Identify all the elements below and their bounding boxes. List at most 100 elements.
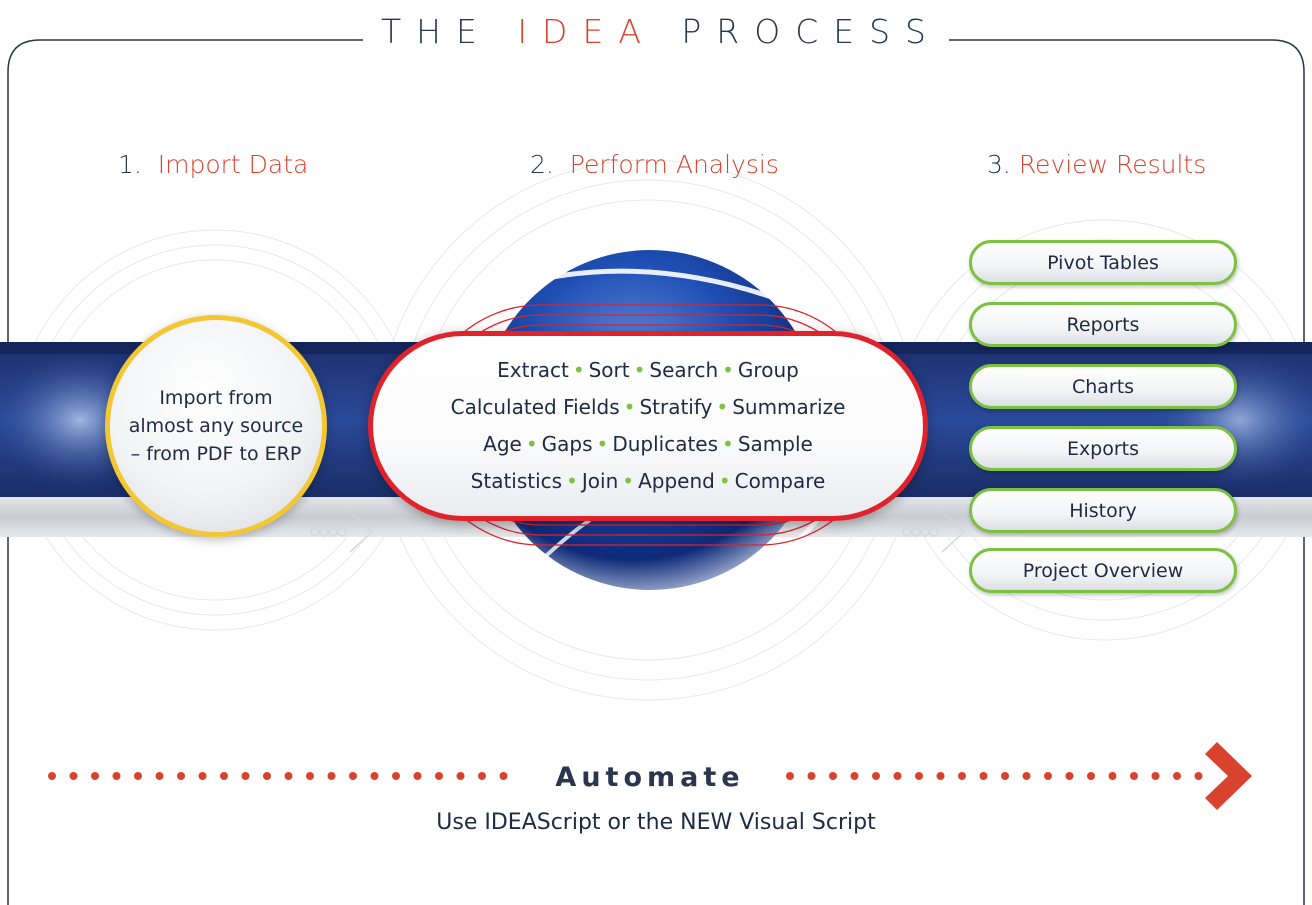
step-2-heading: 2. Perform Analysis	[530, 150, 779, 179]
analysis-item: Group	[737, 358, 799, 382]
analysis-row: Statistics•Join•Append•Compare	[471, 463, 826, 500]
bullet-separator: •	[596, 432, 609, 456]
automate-dot	[112, 772, 121, 780]
automate-subtitle: Use IDEAScript or the NEW Visual Script	[436, 810, 876, 835]
automate-dot	[392, 772, 400, 780]
result-button[interactable]: Reports	[969, 302, 1237, 347]
automate-dot	[370, 772, 379, 780]
automate-dot	[284, 772, 293, 780]
analysis-item: Sort	[588, 358, 630, 382]
automate-dot	[807, 772, 816, 780]
automate-dot	[48, 772, 56, 780]
automate-dot	[893, 772, 902, 780]
result-button[interactable]: Exports	[969, 426, 1237, 471]
automate-dot	[1108, 772, 1117, 780]
result-button[interactable]: History	[969, 488, 1237, 533]
bullet-separator: •	[722, 432, 734, 456]
import-line-2: almost any source	[128, 415, 304, 437]
automate-dot	[1044, 772, 1052, 780]
automate-dot	[435, 772, 443, 780]
automate-dot	[850, 772, 859, 780]
automate-dot	[263, 772, 271, 780]
result-button[interactable]: Pivot Tables	[969, 240, 1237, 285]
title-part2: PROCESS	[681, 12, 941, 51]
automate-dot	[1173, 772, 1181, 780]
bullet-separator: •	[722, 358, 734, 382]
step-3-label: Review Results	[1018, 150, 1207, 179]
step-3-number: 3.	[987, 150, 1011, 179]
analysis-item: Gaps	[541, 432, 593, 456]
bullet-separator: •	[566, 469, 578, 493]
automate-dot	[69, 772, 78, 780]
step-1-number: 1.	[118, 150, 142, 179]
automate-dot	[1065, 772, 1074, 780]
analysis-item: Compare	[734, 469, 826, 493]
automate-dots	[48, 772, 1203, 780]
analysis-item: Join	[581, 469, 619, 493]
analysis-item: Sample	[737, 432, 813, 456]
analysis-item: Stratify	[639, 395, 713, 419]
automate-dot	[979, 772, 988, 780]
automate-dot	[1151, 772, 1160, 780]
automate-dot	[306, 772, 314, 780]
automate-dot	[456, 772, 465, 780]
automate-dot	[413, 772, 422, 780]
import-line-3: – from PDF to ERP	[130, 443, 302, 465]
step-1-label: Import Data	[157, 150, 309, 179]
automate-dot	[1022, 772, 1031, 780]
result-button[interactable]: Project Overview	[969, 548, 1237, 593]
automate-dot	[872, 772, 880, 780]
automate-dot	[958, 772, 966, 780]
analysis-row: Age•Gaps•Duplicates•Sample	[483, 426, 813, 463]
analysis-item: Calculated Fields	[450, 395, 620, 419]
automate-dot	[1001, 772, 1009, 780]
automate-dot	[155, 772, 164, 780]
automate-dot	[936, 772, 945, 780]
automate-chevron	[1205, 742, 1252, 810]
bullet-separator: •	[716, 395, 729, 419]
step-1-heading: 1. Import Data	[118, 150, 308, 179]
bullet-separator: •	[718, 469, 731, 493]
bullet-separator: •	[525, 432, 538, 456]
automate-dot	[198, 772, 207, 780]
analysis-item: Age	[483, 432, 522, 456]
automate-title: Automate	[555, 762, 745, 793]
step-2-number: 2.	[530, 150, 554, 179]
result-button[interactable]: Charts	[969, 364, 1237, 409]
automate-dot	[220, 772, 228, 780]
frame-outline	[7, 39, 1305, 905]
flow-arrow-2	[902, 511, 966, 553]
automate-dot	[134, 772, 142, 780]
diagram-title: THE IDEA PROCESS	[0, 10, 1312, 54]
flow-arrow-1	[310, 511, 374, 553]
analysis-item: Statistics	[470, 469, 563, 493]
automate-dot	[91, 772, 99, 780]
analysis-item: Search	[649, 358, 719, 382]
automate-dot	[241, 772, 250, 780]
step-3-heading: 3. Review Results	[987, 150, 1206, 179]
automate-dot	[1087, 772, 1095, 780]
bullet-separator: •	[623, 395, 636, 419]
automate-dot	[327, 772, 336, 780]
step-2-label: Perform Analysis	[569, 150, 779, 179]
import-circle: Import from almost any source – from PDF…	[105, 315, 327, 537]
automate-dot	[349, 772, 357, 780]
automate-dot	[829, 772, 837, 780]
title-part1: THE	[381, 12, 492, 51]
bullet-separator: •	[572, 358, 585, 382]
automate-dot	[915, 772, 923, 780]
import-line-1: Import from	[159, 387, 273, 409]
analysis-row: Extract•Sort•Search•Group	[497, 352, 799, 389]
automate-dot	[1194, 772, 1203, 780]
analysis-item: Extract	[497, 358, 569, 382]
analysis-item: Summarize	[732, 395, 846, 419]
automate-dot	[1130, 772, 1138, 780]
automate-dot	[499, 772, 508, 780]
analysis-item: Duplicates	[612, 432, 719, 456]
bullet-separator: •	[622, 469, 635, 493]
analysis-row: Calculated Fields•Stratify•Summarize	[451, 389, 846, 426]
automate-dot	[177, 772, 185, 780]
analysis-item: Append	[638, 469, 715, 493]
bullet-separator: •	[633, 358, 646, 382]
